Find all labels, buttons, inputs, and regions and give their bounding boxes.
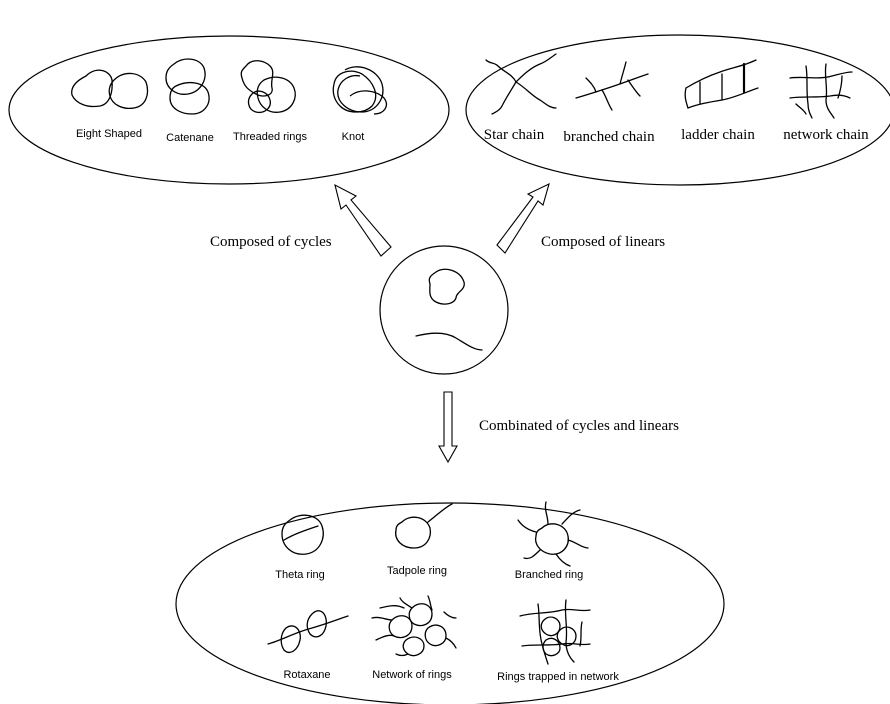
ladder-chain-label: ladder chain <box>681 127 755 143</box>
network-of-rings-figure <box>371 595 457 657</box>
eight-shaped-label: Eight Shaped <box>76 128 142 140</box>
cyclic-group-frame <box>8 35 450 185</box>
base-topologies-circle <box>379 245 509 375</box>
knot-figure <box>332 66 388 115</box>
composed-of-linears-label: Composed of linears <box>541 234 665 250</box>
composed-of-cycles-label: Composed of cycles <box>210 234 332 250</box>
ladder-chain-figure <box>684 59 759 109</box>
rings-trapped-in-network-label: Rings trapped in network <box>497 671 619 683</box>
eight-shaped-figure <box>71 69 149 110</box>
theta-ring-figure <box>281 514 324 555</box>
threaded-rings-figure <box>240 60 296 114</box>
arrow-to-combined <box>438 391 458 464</box>
network-of-rings-label: Network of rings <box>372 669 452 681</box>
star-chain-figure <box>485 53 557 115</box>
knot-label: Knot <box>342 131 365 143</box>
single-linear-figure <box>415 332 483 351</box>
rings-trapped-in-network-figure <box>519 599 591 665</box>
threaded-rings-label: Threaded rings <box>233 131 307 143</box>
branched-ring-label: Branched ring <box>515 569 584 581</box>
combinated-label: Combinated of cycles and linears <box>479 418 679 434</box>
combined-group-frame <box>175 502 725 704</box>
branched-chain-label: branched chain <box>563 129 655 145</box>
tadpole-ring-label: Tadpole ring <box>387 565 447 577</box>
single-ring-figure <box>428 268 465 305</box>
rotaxane-figure <box>267 610 349 654</box>
linear-group-frame <box>465 34 890 186</box>
branched-ring-figure <box>517 501 589 567</box>
rotaxane-label: Rotaxane <box>283 669 330 681</box>
tadpole-ring-figure <box>395 503 453 549</box>
catenane-figure <box>165 58 210 115</box>
theta-ring-label: Theta ring <box>275 569 325 581</box>
branched-chain-figure <box>575 61 649 111</box>
arrow-to-cycles <box>334 183 392 257</box>
arrow-to-linears <box>496 182 550 254</box>
network-chain-label: network chain <box>783 127 869 143</box>
network-chain-figure <box>789 63 853 119</box>
catenane-label: Catenane <box>166 132 214 144</box>
star-chain-label: Star chain <box>484 127 545 143</box>
